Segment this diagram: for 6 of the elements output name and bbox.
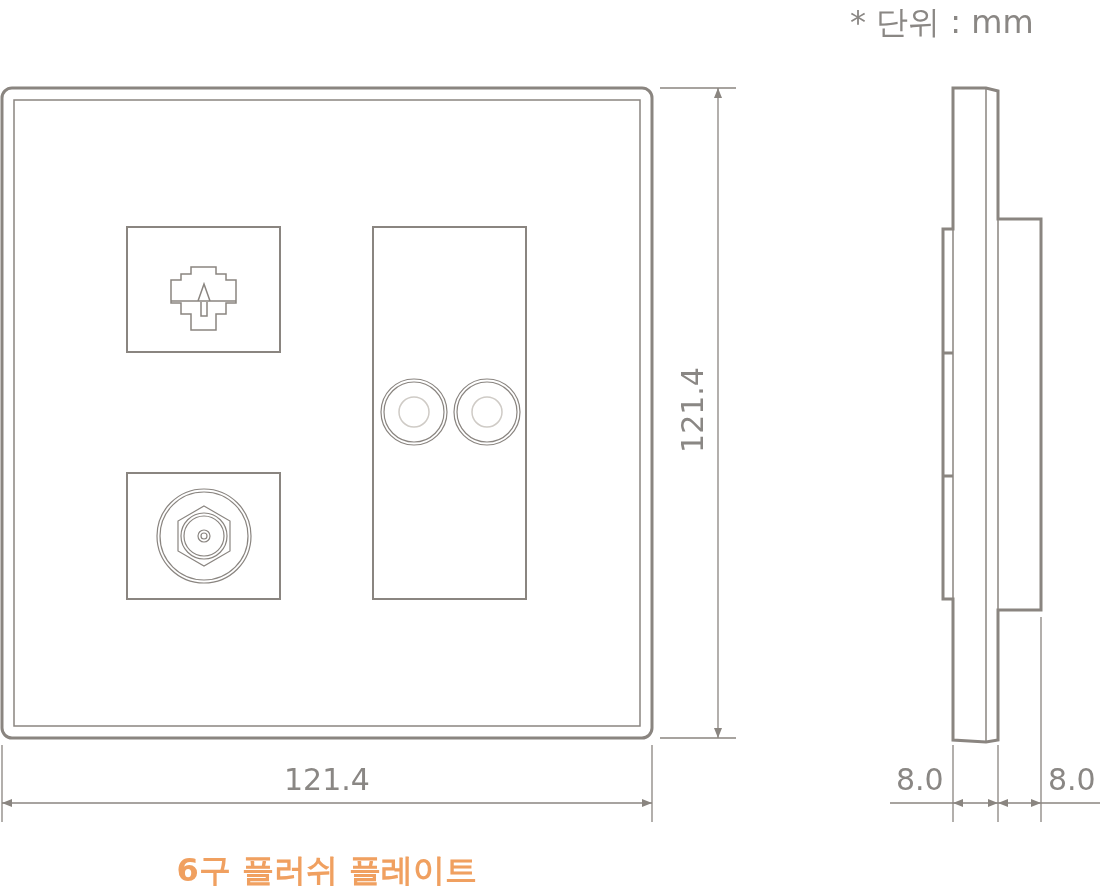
dimension-label: 8.0 bbox=[1048, 765, 1096, 795]
unit-note: * 단위 : mm bbox=[850, 6, 1034, 38]
dimension-label: 121.4 bbox=[677, 367, 708, 453]
dimension-label: 121.4 bbox=[284, 765, 370, 795]
dimension-label: 8.0 bbox=[896, 765, 944, 795]
caption: 6구 플러쉬 플레이트 bbox=[176, 854, 478, 886]
